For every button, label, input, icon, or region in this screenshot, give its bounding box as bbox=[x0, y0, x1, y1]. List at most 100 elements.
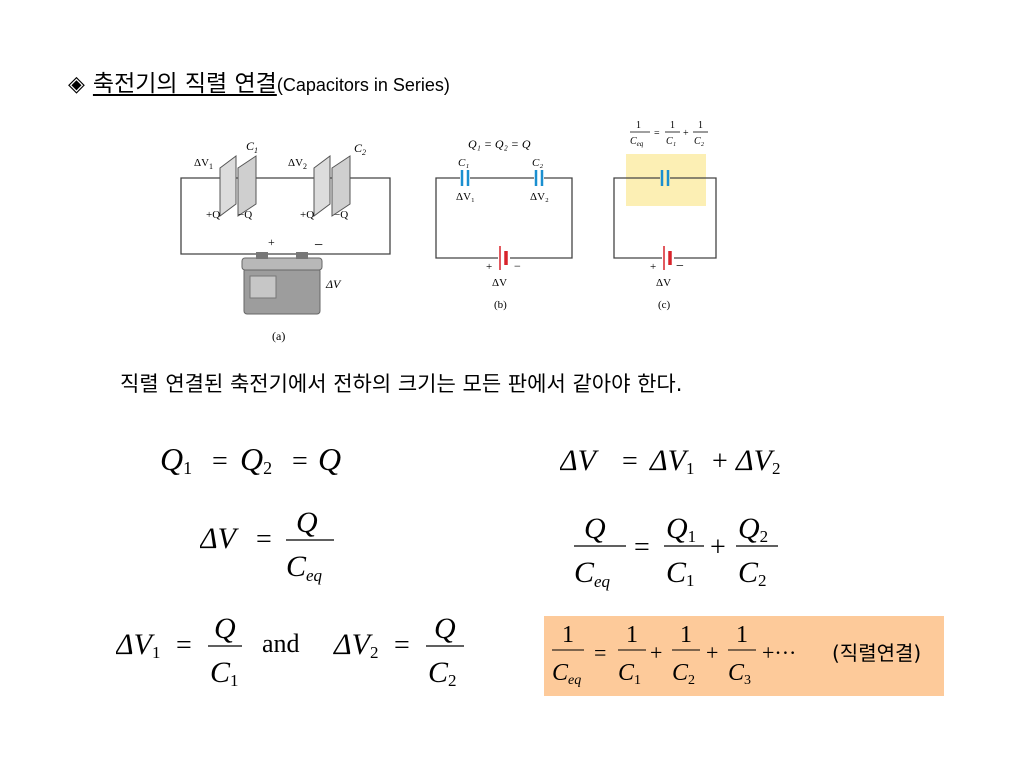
rule-box-background bbox=[544, 616, 944, 696]
ellipsis-term: +··· bbox=[762, 640, 796, 665]
circuit-wire-b bbox=[435, 177, 573, 259]
eq-q: Q bbox=[318, 441, 341, 477]
battery-plus-sign: + bbox=[486, 261, 492, 273]
equation-voltage-sum: ΔV = ΔV1 + ΔV2 bbox=[560, 444, 780, 478]
label-dv1: ΔV1 bbox=[194, 157, 213, 171]
figure-c-formula: 1 Ceq = 1 C₁ + 1 C₂ bbox=[630, 120, 708, 148]
numerator-q: Q bbox=[584, 512, 606, 545]
battery-plus-sign: + bbox=[650, 261, 656, 273]
label-minus-q-1: −Q bbox=[238, 209, 252, 221]
denominator-c1: C1 bbox=[618, 660, 641, 688]
caption-c: (c) bbox=[658, 299, 671, 311]
denominator-c2: C2 bbox=[738, 556, 767, 590]
eq-dv2: ΔV2 bbox=[333, 628, 378, 662]
wire-gap bbox=[534, 170, 544, 186]
label-minus-q-2: −Q bbox=[334, 209, 348, 221]
equals-sign: = bbox=[394, 630, 410, 661]
label-c2: C2 bbox=[354, 141, 366, 157]
plus-sign: + bbox=[710, 532, 726, 563]
figure-c: 1 Ceq = 1 C₁ + 1 C₂ + − ΔV (c) bbox=[613, 120, 717, 311]
capacitor-plate-icon bbox=[237, 155, 257, 217]
numerator: 1 bbox=[670, 120, 675, 131]
numerator: 1 bbox=[636, 120, 641, 131]
label-dv: ΔV bbox=[325, 277, 342, 291]
figure-a: C1 C2 ΔV1 ΔV2 +Q −Q +Q −Q + − ΔV (a) bbox=[180, 139, 391, 343]
plus-sign: + bbox=[683, 128, 689, 139]
eq-dv1: ΔV1 bbox=[649, 444, 694, 478]
eq-dv: ΔV bbox=[560, 444, 600, 477]
series-charge-statement: 직렬 연결된 축전기에서 전하의 크기는 모든 판에서 같아야 한다. bbox=[120, 372, 683, 396]
series-note: (직렬연결) bbox=[832, 641, 921, 665]
equals-sign: = bbox=[212, 446, 228, 477]
numerator: 1 bbox=[736, 622, 748, 648]
equals-sign: = bbox=[634, 532, 650, 563]
numerator: 1 bbox=[626, 622, 638, 648]
denominator-ceq: Ceq bbox=[286, 550, 323, 585]
numerator: 1 bbox=[680, 622, 692, 648]
caption-b: (b) bbox=[494, 299, 507, 311]
plus-sign: + bbox=[706, 640, 718, 665]
battery-minus-sign: − bbox=[676, 259, 684, 274]
equation-dv-parts: ΔV1 = Q C1 and ΔV2 = Q C2 bbox=[116, 612, 464, 690]
label-dv: ΔV bbox=[656, 277, 671, 289]
series-rule-box: 1 Ceq = 1 C1 + 1 C2 + 1 C3 +··· (직렬연결) bbox=[544, 616, 944, 696]
equation-charge-equality: Q1 = Q2 = Q bbox=[160, 441, 341, 478]
eq-dv: ΔV bbox=[200, 522, 240, 555]
label-plus-q-2: +Q bbox=[300, 209, 314, 221]
denominator-c1: C1 bbox=[666, 556, 695, 590]
denominator-c2: C₂ bbox=[694, 136, 705, 147]
car-battery-icon bbox=[241, 252, 323, 315]
battery-minus-sign: − bbox=[514, 259, 521, 273]
eq-dv1: ΔV1 bbox=[116, 628, 160, 662]
label-dv2: ΔV2 bbox=[288, 157, 307, 171]
label-dv1: ΔV₁ bbox=[456, 191, 475, 203]
equals-sign: = bbox=[594, 640, 606, 665]
plus-sign: + bbox=[712, 446, 728, 477]
slide-title: ◈축전기의 직렬 연결(Capacitors in Series) bbox=[68, 64, 450, 98]
label-dv2: ΔV₂ bbox=[530, 191, 549, 203]
denominator-c1: C₁ bbox=[666, 136, 676, 147]
denominator-c1: C1 bbox=[210, 656, 239, 690]
denominator-ceq: Ceq bbox=[552, 660, 581, 688]
denominator-ceq: Ceq bbox=[574, 556, 611, 591]
eq-q1: Q1 bbox=[160, 441, 192, 478]
wire-gap bbox=[460, 170, 470, 186]
denominator-ceq: Ceq bbox=[630, 136, 644, 148]
eq-q2: Q2 bbox=[240, 441, 272, 478]
equals-sign: = bbox=[622, 446, 638, 477]
capacitor-plate-icon bbox=[331, 155, 351, 217]
equals-sign: = bbox=[292, 446, 308, 477]
label-plus-q-1: +Q bbox=[206, 209, 220, 221]
figure-b: Q₁ = Q₂ = Q C₁ C₂ ΔV₁ ΔV₂ + − ΔV (b) bbox=[435, 137, 573, 311]
label-c1: C₁ bbox=[458, 157, 469, 169]
denominator-c2: C2 bbox=[672, 660, 695, 688]
diamond-bullet-icon: ◈ bbox=[68, 72, 85, 97]
label-dv: ΔV bbox=[492, 277, 507, 289]
circuit-wire-c bbox=[613, 177, 717, 259]
capacitor-plate-icon bbox=[313, 155, 331, 217]
label-c1: C1 bbox=[246, 139, 258, 155]
numerator: 1 bbox=[698, 120, 703, 131]
denominator-c2: C2 bbox=[428, 656, 457, 690]
battery-minus-sign: − bbox=[314, 237, 323, 254]
label-charge-equality: Q₁ = Q₂ = Q bbox=[468, 137, 531, 151]
equals-sign: = bbox=[256, 524, 272, 555]
numerator-q: Q bbox=[296, 506, 318, 539]
numerator-q: Q bbox=[214, 612, 236, 645]
capacitor-plate-icon bbox=[219, 155, 237, 217]
denominator-c3: C3 bbox=[728, 660, 751, 688]
wire-gap bbox=[660, 170, 670, 186]
and-word: and bbox=[262, 629, 300, 658]
numerator-q1: Q1 bbox=[666, 512, 696, 546]
numerator-q: Q bbox=[434, 612, 456, 645]
equals-sign: = bbox=[654, 128, 660, 139]
equation-q-over-c: Q Ceq = Q1 C1 + Q2 C2 bbox=[574, 512, 778, 591]
battery-plus-sign: + bbox=[268, 235, 275, 249]
equals-sign: = bbox=[176, 630, 192, 661]
numerator: 1 bbox=[562, 622, 574, 648]
plus-sign: + bbox=[650, 640, 662, 665]
equation-dv-total: ΔV = Q Ceq bbox=[200, 506, 334, 585]
label-c2: C₂ bbox=[532, 157, 543, 169]
numerator-q2: Q2 bbox=[738, 512, 768, 546]
title-korean: 축전기의 직렬 연결 bbox=[92, 71, 277, 97]
